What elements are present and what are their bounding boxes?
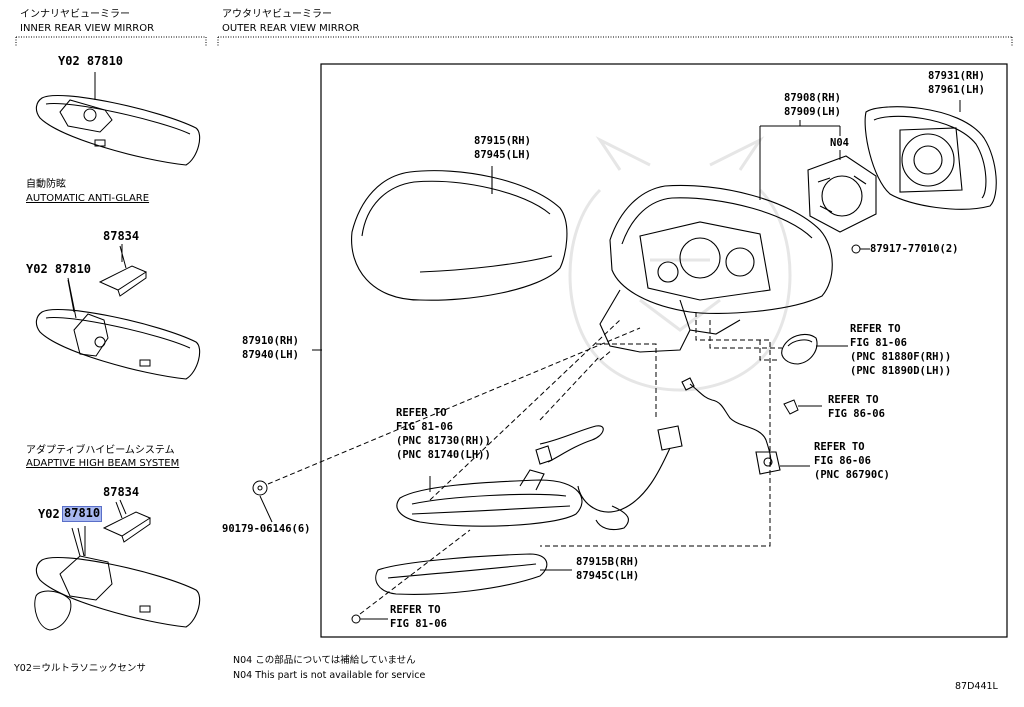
ref-side-lamp-line3: (PNC 81880F(RH)) [850, 351, 952, 363]
inner-mirror-3-part-label-highlighted[interactable]: 87810 [62, 506, 103, 522]
mirror-rh-label[interactable]: 87910(RH) [242, 335, 299, 347]
mirror-motor-drawing [807, 155, 877, 233]
ref-connector-line2[interactable]: FIG 86-06 [814, 455, 871, 467]
n04-marker: N04 [830, 137, 849, 149]
adaptive-label-jp: アダプティブハイビームシステム [26, 445, 175, 456]
n04-footnote-en: N04 This part is not available for servi… [233, 670, 426, 681]
ref-connector-line3: (PNC 86790C) [814, 469, 890, 481]
outer-header-en: OUTER REAR VIEW MIRROR [222, 23, 360, 34]
garnish-lh-label[interactable]: 87945C(LH) [576, 570, 640, 582]
glass-rh-label[interactable]: 87931(RH) [928, 70, 985, 82]
outer-header-jp: アウタリヤビューミラー [222, 9, 332, 20]
motor-rh-label[interactable]: 87908(RH) [784, 92, 841, 104]
watermark [568, 136, 792, 392]
ref-turn-signal-line1[interactable]: REFER TO [396, 407, 447, 419]
mirror-body-drawing [599, 184, 833, 353]
inner-mirror-1-part-label[interactable]: Y02 87810 [58, 54, 124, 68]
wire-harness-drawing [681, 377, 781, 475]
inner-header-jp: インナリヤビューミラー [20, 9, 130, 20]
ref-bottom-line1[interactable]: REFER TO [390, 604, 441, 616]
turn-signal-harness-drawing [535, 425, 683, 531]
inner-mirror-2-cover-label[interactable]: 87834 [103, 229, 140, 243]
ref-turn-signal-line3: (PNC 81730(RH)) [396, 435, 491, 447]
cover-rh-label[interactable]: 87915(RH) [474, 135, 531, 147]
adaptive-label-en: ADAPTIVE HIGH BEAM SYSTEM [26, 458, 180, 469]
ref-bottom-line2[interactable]: FIG 81-06 [390, 618, 447, 630]
ref-turn-signal-line2[interactable]: FIG 81-06 [396, 421, 453, 433]
inner-mirror-3-prefix: Y02 [38, 507, 60, 521]
ref-turn-signal-line4: (PNC 81740(LH)) [396, 449, 491, 461]
mirror-cover-drawing [351, 170, 568, 301]
leader-lines [67, 72, 961, 620]
screw-label[interactable]: 87917-77010(2) [870, 243, 959, 255]
ref-side-lamp-line2[interactable]: FIG 81-06 [850, 337, 907, 349]
glass-lh-label[interactable]: 87961(LH) [928, 84, 985, 96]
inner-mirror-3-cover-label[interactable]: 87834 [103, 485, 140, 499]
ref-connector-line1[interactable]: REFER TO [814, 441, 865, 453]
section-brackets [15, 36, 1013, 46]
inner-mirror-2-part-label[interactable]: Y02 87810 [26, 262, 92, 276]
cover-lh-label[interactable]: 87945(LH) [474, 149, 531, 161]
inner-header-en: INNER REAR VIEW MIRROR [20, 23, 155, 34]
turn-signal-lamp-drawing [396, 469, 583, 527]
y02-footnote: Y02＝ウルトラソニックセンサ [14, 663, 146, 674]
figure-code: 87D441L [955, 681, 998, 692]
inner-mirror-1-drawing [35, 94, 201, 166]
ref-side-lamp-line4: (PNC 81890D(LH)) [850, 365, 952, 377]
n04-footnote-jp: N04 この部品については補給していません [233, 655, 416, 666]
mirror-glass-drawing [864, 106, 997, 210]
ref-side-lamp-line1[interactable]: REFER TO [850, 323, 901, 335]
clip-label[interactable]: 90179-06146(6) [222, 523, 311, 535]
harness-clip-drawing [783, 399, 799, 415]
inner-mirror-3-drawing [34, 499, 201, 631]
garnish-drawing [375, 553, 548, 595]
mirror-lh-label[interactable]: 87940(LH) [242, 349, 299, 361]
motor-lh-label[interactable]: 87909(LH) [784, 106, 841, 118]
garnish-rh-label[interactable]: 87915B(RH) [576, 556, 640, 568]
ref-clip-line1[interactable]: REFER TO [828, 394, 879, 406]
clip-drawing [252, 480, 268, 496]
dashed-relation-lines [267, 312, 782, 615]
anti-glare-label-jp: 自動防眩 [26, 179, 66, 190]
ref-clip-line2[interactable]: FIG 86-06 [828, 408, 885, 420]
anti-glare-label-en: AUTOMATIC ANTI-GLARE [26, 193, 150, 204]
side-lamp-drawing [781, 333, 818, 365]
